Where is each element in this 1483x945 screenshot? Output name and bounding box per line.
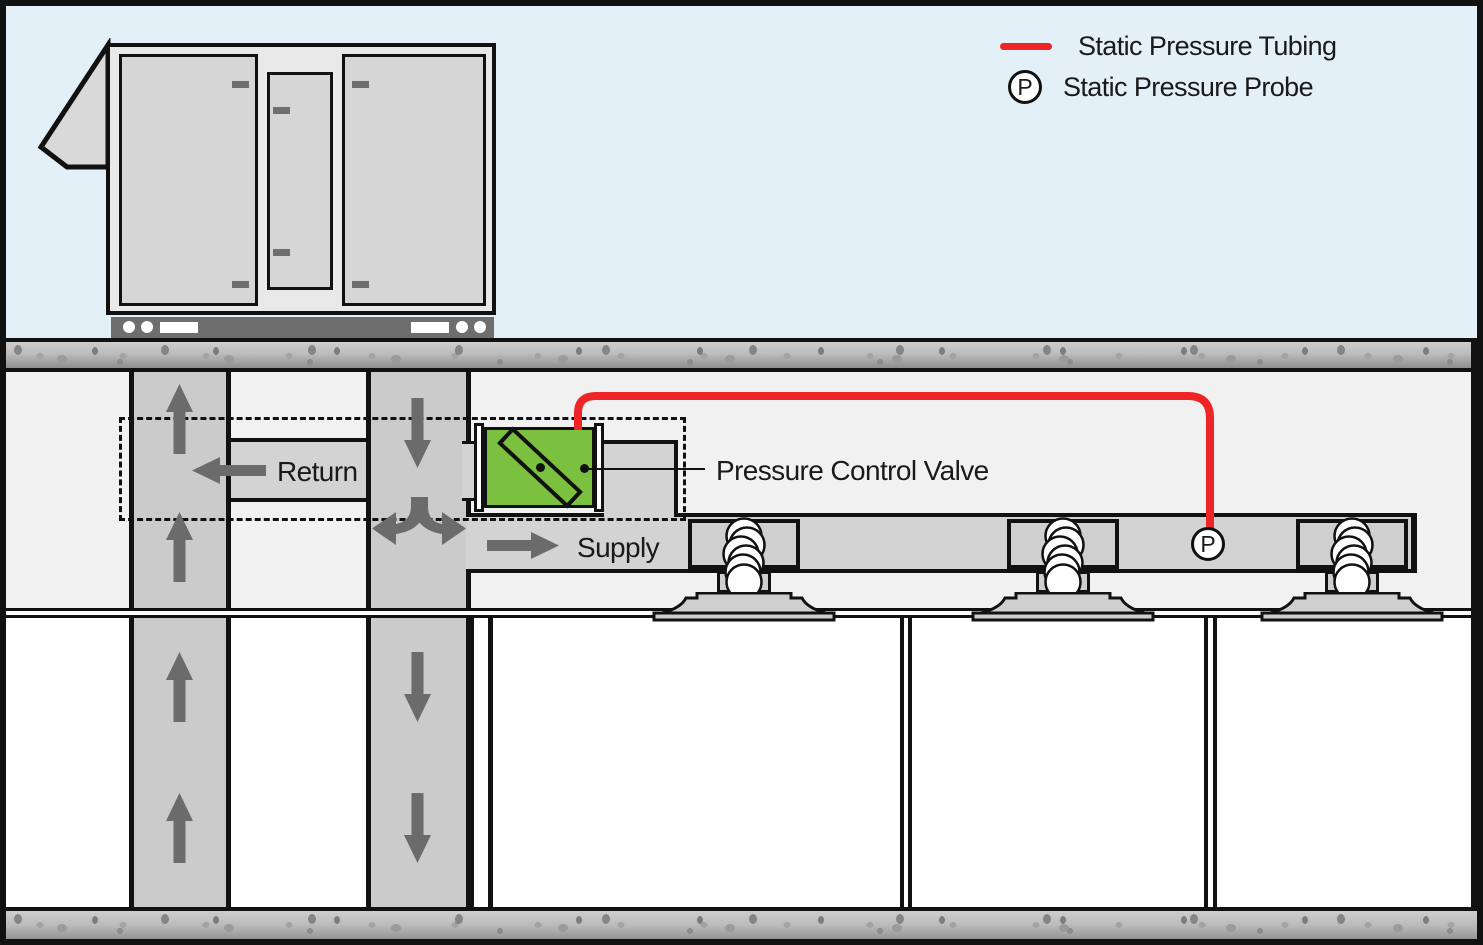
- leader-line: [588, 468, 705, 470]
- base-dot: [474, 321, 486, 333]
- down-arrow-icon: [404, 398, 431, 468]
- panel-handle: [273, 107, 290, 114]
- left-arrow-icon: [192, 457, 266, 484]
- base-slot: [160, 322, 198, 333]
- building-wall-right: [1471, 338, 1483, 907]
- roof-slab: [0, 338, 1483, 372]
- panel-handle: [232, 81, 249, 88]
- down-arrow-icon: [404, 652, 431, 722]
- floor-slab: [0, 907, 1483, 945]
- panel-handle: [352, 81, 369, 88]
- valve-label: Pressure Control Valve: [716, 455, 989, 486]
- up-arrow-icon: [166, 512, 193, 582]
- base-dot: [123, 321, 135, 333]
- up-arrow-icon: [166, 793, 193, 863]
- rtu-access-panel: [119, 54, 258, 306]
- base-dot: [456, 321, 468, 333]
- room-wall: [1204, 618, 1217, 907]
- legend-probe-label: Static Pressure Probe: [1063, 71, 1314, 102]
- probe-icon: P: [1008, 70, 1042, 104]
- rooftop-unit: [106, 43, 496, 315]
- panel-handle: [352, 281, 369, 288]
- rtu-access-panel: [267, 72, 333, 290]
- static-pressure-probe: P: [1191, 527, 1225, 561]
- base-slot: [411, 322, 449, 333]
- valve-inlet-duct: [462, 441, 476, 501]
- room-wall: [469, 618, 493, 907]
- diffuser-cone-icon: [1260, 592, 1444, 622]
- panel-handle: [232, 281, 249, 288]
- flex-duct-coil-icon: [1041, 517, 1085, 592]
- flex-duct-coil-icon: [1330, 517, 1374, 592]
- diffuser-cone-icon: [652, 592, 836, 622]
- probe-icon-letter: P: [1017, 73, 1033, 100]
- rtu-access-panel: [342, 54, 486, 306]
- legend: Static Pressure Tubing P Static Pressure…: [994, 28, 1414, 108]
- rtu-hood: [37, 38, 111, 170]
- room-wall: [900, 618, 912, 907]
- rtu-base-rail: [111, 317, 494, 338]
- down-arrow-icon: [404, 793, 431, 863]
- up-arrow-icon: [166, 384, 193, 454]
- valve-flange: [474, 423, 484, 512]
- up-arrow-icon: [166, 652, 193, 722]
- rooms-background: [0, 618, 1483, 907]
- right-arrow-icon: [487, 532, 559, 559]
- probe-letter: P: [1200, 530, 1216, 557]
- legend-tubing-label: Static Pressure Tubing: [1078, 30, 1337, 61]
- split-arrow-icon: [372, 497, 466, 545]
- supply-label: Supply: [577, 532, 660, 563]
- return-label: Return: [277, 456, 358, 487]
- panel-handle: [273, 249, 290, 256]
- tubing-line-icon: [1000, 42, 1052, 50]
- blade-pivot-dot: [536, 463, 545, 472]
- diffuser-cone-icon: [971, 592, 1155, 622]
- flex-duct-coil-icon: [722, 517, 766, 592]
- base-dot: [141, 321, 153, 333]
- valve-outlet-duct: [604, 440, 678, 517]
